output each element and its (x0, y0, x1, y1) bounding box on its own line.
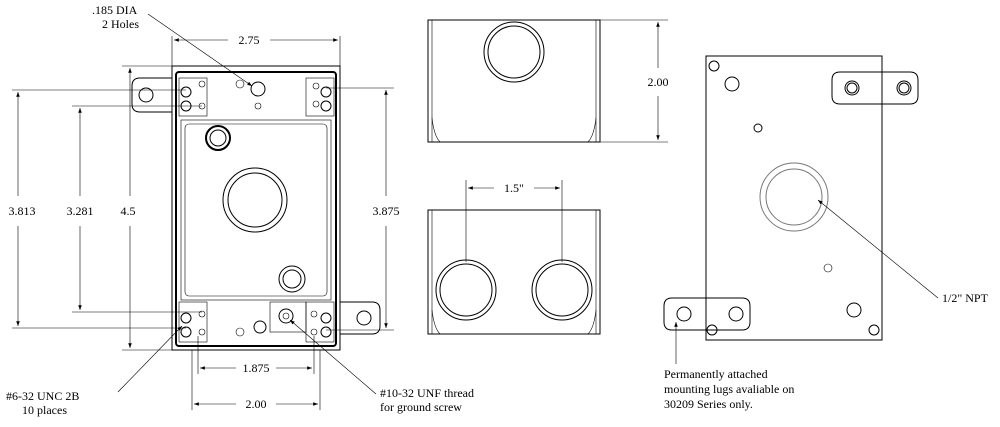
dim-height-left-b: 3.281 (67, 105, 202, 313)
dim-height-left-c: 4.5 (121, 65, 172, 351)
callout-npt-label: 1/2" NPT (942, 291, 989, 305)
back-view (663, 55, 919, 341)
callout-lugs-note: Permanently attached mounting lugs avali… (664, 322, 794, 411)
callout-unf: #10-32 UNF thread for ground screw (289, 319, 474, 414)
callout-unc-line1: #6-32 UNC 2B (6, 389, 79, 403)
lugs-note-line3: 30209 Series only. (664, 397, 753, 411)
dim-bottom-outer: 2.00 (191, 350, 321, 411)
dim-height-left-b-label: 3.281 (67, 204, 94, 218)
callout-unc: #6-32 UNC 2B 10 places (6, 325, 183, 417)
side-view-top (427, 19, 601, 143)
dim-height-left-c-label: 4.5 (121, 204, 136, 218)
dim-side-height: 2.00 (600, 19, 669, 143)
callout-unf-line2: for ground screw (380, 400, 462, 414)
dim-width-top-label: 2.75 (239, 33, 260, 47)
dim-height-left-a-label: 3.813 (9, 204, 36, 218)
dim-side-height-label: 2.00 (648, 75, 669, 89)
front-view (131, 65, 381, 351)
callout-hole-dia: .185 DIA 2 Holes (92, 3, 253, 87)
lugs-note-line1: Permanently attached (664, 367, 768, 381)
callout-unf-line1: #10-32 UNF thread (380, 386, 474, 400)
side-view-bottom (427, 209, 601, 335)
callout-hole-dia-line1: .185 DIA (92, 3, 138, 17)
dim-height-left-a: 3.813 (9, 89, 186, 329)
dim-bottom-inner-label: 1.875 (243, 361, 270, 375)
dim-height-right-label: 3.875 (373, 204, 400, 218)
dim-bottom-inner: 1.875 (197, 336, 315, 375)
dim-hole-spacing: 1.5" (465, 180, 563, 262)
dim-height-right: 3.875 (326, 87, 400, 331)
dim-bottom-outer-label: 2.00 (246, 397, 267, 411)
dim-width-top: 2.75 (171, 33, 341, 66)
callout-hole-dia-line2: 2 Holes (102, 17, 139, 31)
callout-npt: 1/2" NPT (817, 199, 989, 305)
dim-hole-spacing-label: 1.5" (504, 181, 524, 195)
callout-unc-line2: 10 places (22, 403, 67, 417)
lugs-note-line2: mounting lugs avaliable on (664, 382, 794, 396)
